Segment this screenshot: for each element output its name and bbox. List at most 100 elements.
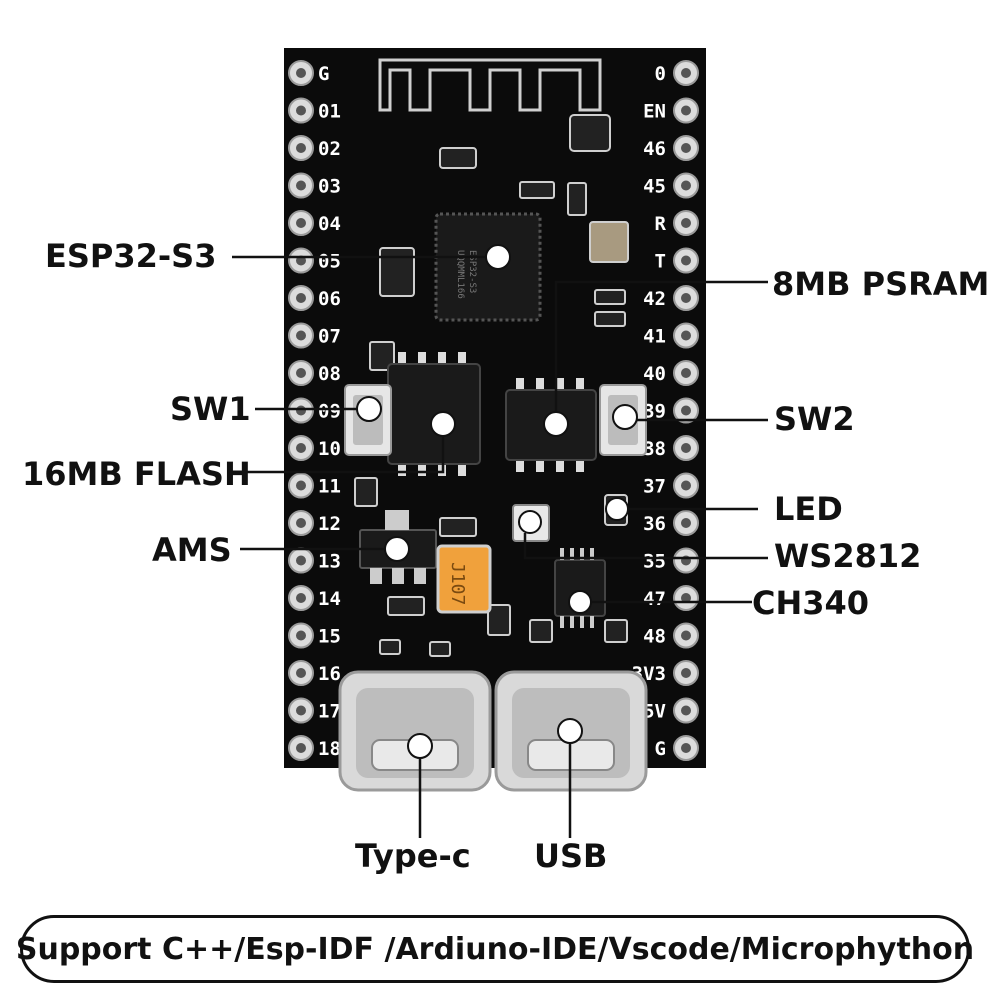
right-pin-hole	[681, 218, 691, 228]
marker-dot-esp32	[485, 244, 511, 270]
left-pin-hole	[296, 368, 306, 378]
left-pin-label: 11	[318, 476, 341, 498]
right-pin-label: 41	[643, 326, 666, 348]
right-pin-label: 37	[643, 476, 666, 498]
right-pin-label: EN	[643, 101, 666, 123]
label-esp32: ESP32-S3	[45, 237, 217, 275]
label-flash: 16MB FLASH	[22, 455, 251, 493]
right-pin-label: 5V	[643, 701, 666, 723]
right-pin-label: 46	[643, 138, 666, 160]
right-pin-hole	[681, 480, 691, 491]
leader-flash	[235, 436, 445, 474]
marker-dot-ws2812	[518, 510, 542, 534]
left-pin-label: 02	[318, 138, 341, 160]
left-pin-hole	[296, 180, 306, 191]
label-sw1: SW1	[170, 390, 251, 428]
label-psram: 8MB PSRAM	[772, 265, 990, 303]
marker-dot-led	[605, 497, 629, 521]
left-pin-hole	[296, 330, 306, 341]
marker-dot-ams	[384, 536, 410, 562]
right-pin-label: 48	[643, 626, 666, 648]
right-pin-label: 38	[643, 438, 666, 460]
right-pin-hole	[681, 68, 691, 78]
left-pin-label: 05	[318, 251, 341, 273]
label-ws2812: WS2812	[774, 537, 922, 575]
left-pin-label: 03	[318, 176, 341, 198]
marker-dot-sw1	[356, 396, 382, 422]
label-ch340: CH340	[752, 584, 870, 622]
right-pin-hole	[681, 143, 691, 153]
right-pin-label: 45	[643, 176, 666, 198]
right-pin-label: 40	[643, 363, 666, 385]
right-pin-label: 47	[643, 588, 666, 610]
right-pin-hole	[681, 255, 691, 266]
right-pin-hole	[681, 743, 691, 753]
flash-chip	[387, 352, 481, 476]
right-pin-label: 0	[655, 63, 666, 85]
left-pin-label: G	[318, 63, 329, 85]
left-pin-label: 04	[318, 213, 341, 235]
right-pin-hole	[681, 405, 691, 416]
right-pin-hole	[681, 368, 691, 378]
left-pin-hole	[296, 593, 306, 603]
marker-dot-flash	[430, 411, 456, 437]
right-pin-label: 36	[643, 513, 666, 535]
left-pin-hole	[296, 705, 306, 716]
smd-components	[354, 114, 629, 657]
right-pin-hole	[681, 705, 691, 716]
left-pin-hole	[296, 743, 306, 753]
tantalum-capacitor: J107	[436, 544, 492, 614]
left-pin-hole	[296, 293, 306, 303]
right-pin-hole	[681, 518, 691, 528]
left-pin-hole	[296, 443, 306, 453]
right-pin-hole	[681, 443, 691, 453]
right-pin-label: R	[655, 213, 667, 235]
ch340-chip	[554, 548, 606, 628]
left-pin-label: 16	[318, 663, 341, 685]
right-pin-label: 39	[643, 401, 666, 423]
esp-marking-1: ESP32-S3	[467, 250, 477, 293]
marker-dot-ch340	[568, 590, 592, 614]
leader-ws2812	[523, 533, 768, 560]
left-pin-label: 06	[318, 288, 341, 310]
left-pin-hole	[296, 480, 306, 491]
right-pin-hole	[681, 330, 691, 341]
leader-lines	[232, 255, 768, 838]
ams-regulator	[359, 510, 437, 584]
right-pin-label: 35	[643, 551, 666, 573]
left-pin-label: 13	[318, 551, 341, 573]
cap-marking: J107	[447, 562, 468, 605]
left-pin-hole	[296, 555, 306, 566]
marker-dot-usb	[557, 718, 583, 744]
left-pin-hole	[296, 405, 306, 416]
leader-psram	[554, 280, 768, 412]
left-pin-label: 14	[318, 588, 341, 610]
left-pin-hole	[296, 668, 306, 678]
left-pin-label: 01	[318, 101, 341, 123]
left-pin-label: 07	[318, 326, 341, 348]
left-pin-label: 17	[318, 701, 341, 723]
esp-marking-3: UQQMML166	[455, 250, 465, 299]
left-pin-hole	[296, 143, 306, 153]
left-pin-hole	[296, 105, 306, 116]
right-pin-label: G	[655, 738, 666, 760]
right-pin-hole	[681, 180, 691, 191]
label-sw2: SW2	[774, 400, 855, 438]
antenna-trace	[378, 58, 602, 112]
esp32-s3-chip: ESP32-S3 UQQMML166	[434, 212, 542, 322]
marker-dot-sw2	[612, 404, 638, 430]
label-led: LED	[774, 490, 843, 528]
left-pin-hole	[296, 68, 306, 78]
left-pin-label: 18	[318, 738, 341, 760]
right-pin-hole	[681, 293, 691, 303]
support-banner: Support C++/Esp-IDF /Ardiuno-IDE/Vscode/…	[16, 915, 974, 983]
marker-dot-psram	[543, 411, 569, 437]
label-typec: Type-c	[355, 837, 471, 875]
left-pin-hole	[296, 518, 306, 528]
right-pin-hole	[681, 668, 691, 678]
right-pin-hole	[681, 593, 691, 603]
marker-dot-typec	[407, 733, 433, 759]
